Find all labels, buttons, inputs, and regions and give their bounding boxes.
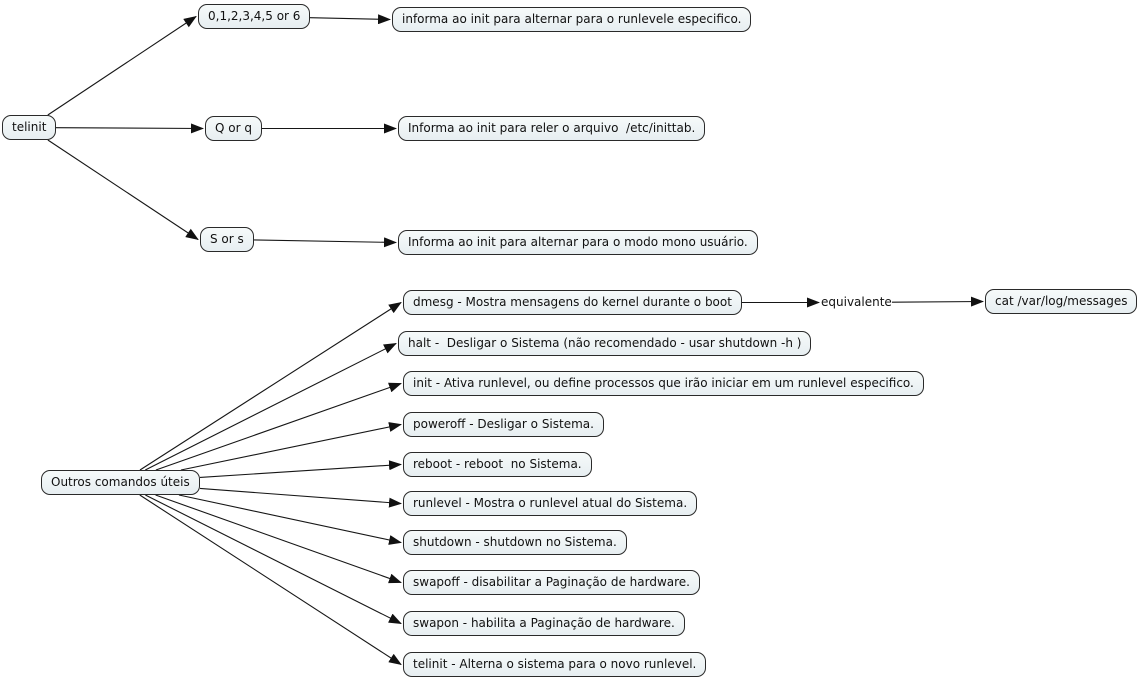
edge-label-equivalente: equivalente [821, 295, 892, 309]
edge-sors-to-desc_s [253, 237, 397, 248]
node-q-or-q[interactable]: Q or q [205, 116, 262, 141]
node-telinit-command[interactable]: telinit - Alterna o sistema para o novo … [403, 652, 707, 677]
node-swapon[interactable]: swapon - habilita a Paginação de hardwar… [403, 611, 685, 636]
node-outros-comandos-uteis[interactable]: Outros comandos úteis [41, 470, 200, 495]
node-poweroff[interactable]: poweroff - Desligar o Sistema. [403, 412, 604, 437]
node-dmesg[interactable]: dmesg - Mostra mensagens do kernel duran… [403, 290, 742, 315]
edge-telinit-to-qorq [55, 123, 204, 134]
node-cat-var-log-messages[interactable]: cat /var/log/messages [985, 289, 1138, 314]
node-s-or-s[interactable]: S or s [200, 227, 254, 252]
edge-equivalente-to-cat [891, 296, 984, 307]
node-runlevel-numbers[interactable]: 0,1,2,3,4,5 or 6 [198, 4, 311, 29]
edge-outros-to-telinit_cmd [139, 494, 402, 666]
node-swapoff[interactable]: swapoff - disabilitar a Paginação de har… [403, 570, 700, 595]
edge-outros-to-reboot [199, 460, 402, 478]
edge-outros-to-halt [145, 343, 397, 471]
edge-outros-to-poweroff [180, 422, 402, 471]
edge-outros-to-swapon [145, 494, 402, 624]
edge-telinit-to-sors [47, 139, 199, 241]
node-halt[interactable]: halt - Desligar o Sistema (não recomenda… [398, 331, 812, 356]
node-runlevel-command[interactable]: runlevel - Mostra o runlevel atual do Si… [403, 491, 698, 516]
edge-runlevels-to-desc_runlevels [309, 14, 391, 25]
edge-telinit-to-runlevels [47, 15, 197, 116]
edge-outros-to-init [155, 382, 402, 471]
node-desc-reread-inittab[interactable]: Informa ao init para reler o arquivo /et… [398, 116, 706, 141]
node-telinit[interactable]: telinit [2, 115, 57, 140]
node-init[interactable]: init - Ativa runlevel, ou define process… [403, 371, 924, 396]
edge-outros-to-shutdown [178, 494, 402, 545]
edge-outros-to-swapoff [155, 494, 402, 584]
node-reboot[interactable]: reboot - reboot no Sistema. [403, 452, 592, 477]
edge-outros-to-runlevel [199, 487, 402, 508]
node-desc-runlevel-switch[interactable]: informa ao init para alternar para o run… [392, 7, 752, 32]
edge-outros-to-dmesg [139, 301, 402, 471]
node-desc-single-user-mode[interactable]: Informa ao init para alternar para o mod… [398, 230, 758, 255]
node-shutdown[interactable]: shutdown - shutdown no Sistema. [403, 530, 627, 555]
